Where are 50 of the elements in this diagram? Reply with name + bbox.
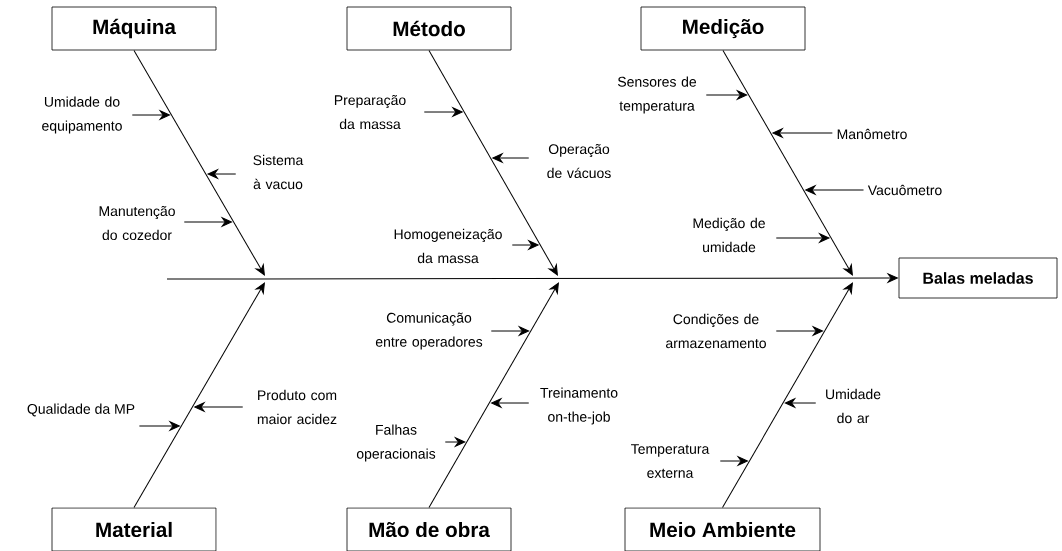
bone-arrow bbox=[428, 282, 559, 509]
arrow bbox=[194, 402, 244, 412]
cause-label: Umidade do equipamento bbox=[42, 96, 122, 134]
cause-label: Homogeneização da massa bbox=[394, 228, 502, 264]
arrow bbox=[705, 90, 748, 100]
arrow bbox=[784, 398, 817, 408]
cause-label: Umidade do ar bbox=[826, 388, 881, 424]
cause-label: Sistema à vacuo bbox=[253, 154, 304, 190]
category-box: Material bbox=[51, 507, 217, 551]
spine-arrow bbox=[166, 273, 898, 283]
bone-arrow bbox=[722, 49, 853, 276]
cause-label: Manômetro bbox=[837, 128, 907, 140]
category-box: Mão de obra bbox=[346, 507, 512, 551]
bone-arrow bbox=[722, 282, 853, 509]
arrow bbox=[131, 110, 170, 120]
arrow bbox=[772, 128, 833, 138]
category-box: Medição bbox=[640, 6, 806, 51]
cause-label: Qualidade da MP bbox=[27, 403, 135, 417]
bone-arrow bbox=[133, 282, 265, 509]
cause-label: Temperatura externa bbox=[631, 444, 710, 478]
arrow bbox=[775, 326, 823, 336]
cause-label: Manutenção do cozedor bbox=[99, 205, 175, 241]
cause-label: Vacuômetro bbox=[867, 184, 942, 196]
arrow bbox=[775, 233, 830, 243]
arrow bbox=[138, 421, 180, 431]
cause-label: Preparação da massa bbox=[334, 94, 406, 130]
arrow bbox=[511, 240, 539, 250]
category-box: Meio Ambiente bbox=[624, 507, 821, 551]
arrow bbox=[423, 107, 463, 117]
bone-arrow bbox=[428, 49, 558, 276]
cause-label: Treinamento on-the-job bbox=[540, 387, 618, 425]
effect-box: Balas meladas bbox=[898, 257, 1058, 299]
arrow bbox=[183, 217, 232, 227]
cause-label: Medição de umidade bbox=[693, 217, 765, 253]
arrow bbox=[805, 185, 864, 195]
cause-label: Sensores de temperatura bbox=[617, 76, 697, 114]
cause-label: Produto com maior acidez bbox=[257, 389, 337, 425]
arrow bbox=[492, 153, 530, 163]
arrow bbox=[490, 326, 530, 336]
arrow bbox=[719, 456, 748, 466]
cause-label: Comunicação entre operadores bbox=[375, 312, 483, 350]
cause-label: Operação de vácuos bbox=[547, 143, 611, 179]
cause-label: Falhas operacionais bbox=[356, 424, 436, 462]
cause-label: Condições de armazenamento bbox=[666, 313, 766, 349]
bone-arrow bbox=[133, 49, 265, 276]
arrow bbox=[207, 169, 237, 179]
arrow bbox=[444, 437, 466, 447]
category-box: Método bbox=[346, 6, 512, 51]
arrow bbox=[491, 398, 530, 408]
category-box: Máquina bbox=[51, 6, 217, 51]
